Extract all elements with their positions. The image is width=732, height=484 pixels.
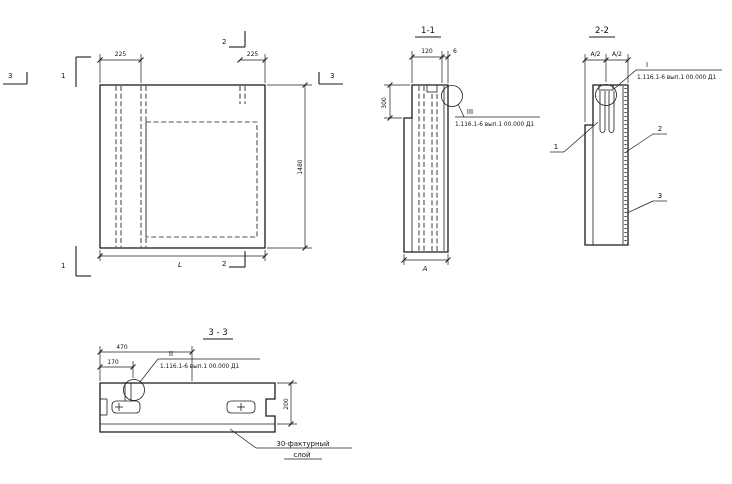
dim-300-label: 300 — [381, 97, 388, 109]
dim-length-L: L — [97, 250, 268, 269]
part-3-label: 3 — [658, 192, 662, 200]
node-callout-I: I 1.116.1-6 вып.1 00.000 Д1 — [613, 61, 722, 90]
section-mark-1-top: 1 — [61, 56, 91, 87]
section-3-3-view: 3 - 3 II 1.116.1-6 вып.1 00.000 Д1 — [97, 328, 352, 460]
section-1-1-title: 1-1 — [421, 26, 435, 36]
front-view: 225 225 1480 L 3 — [3, 31, 343, 277]
detail-circle-II — [123, 379, 145, 401]
dim-225-right: 225 — [237, 51, 268, 83]
dim-200: 200 — [277, 380, 297, 427]
section-1-1-outline — [403, 84, 449, 253]
section-2-2-title: 2-2 — [595, 26, 609, 36]
lifting-loop — [599, 91, 606, 133]
dim-470-label: 470 — [116, 344, 128, 351]
dim-A2-right-label: A/2 — [612, 51, 622, 58]
node-I-ref: 1.116.1-6 вып.1 00.000 Д1 — [637, 75, 717, 81]
section-mark-2-top: 2 — [222, 31, 246, 48]
dim-225-left-label: 225 — [115, 51, 127, 58]
embedded-item — [426, 84, 438, 93]
section-3-label: 3 — [8, 72, 12, 80]
dim-A2-A2: A/2 A/2 — [582, 51, 631, 122]
dim-A: A — [401, 254, 451, 273]
section-mark-1-bottom: 1 — [61, 246, 91, 277]
dim-225-right-label: 225 — [247, 51, 259, 58]
part-label-1: 1 — [550, 121, 599, 153]
node-II-label: II — [169, 350, 173, 358]
dim-120-6: 120 6 — [409, 48, 457, 83]
node-III-label: III — [467, 108, 473, 116]
section-3-3-outline — [99, 379, 276, 433]
section-1-1-view: 1-1 III 1.116.1-6 вып.1 00.000 Д1 — [381, 26, 540, 273]
dim-6-label: 6 — [453, 48, 457, 55]
dim-170-label: 170 — [107, 359, 119, 366]
note-line-2: слой — [293, 451, 310, 459]
dim-A2-left-label: A/2 — [591, 51, 601, 58]
node-I-label: I — [646, 61, 648, 69]
section-mark-2-bottom: 2 — [222, 251, 246, 268]
part-1-label: 1 — [554, 143, 558, 151]
dim-L-label: L — [178, 261, 182, 269]
anchor-plate — [226, 400, 256, 414]
part-label-2: 2 — [625, 125, 667, 153]
dim-120-label: 120 — [421, 48, 433, 55]
part-label-3: 3 — [626, 192, 667, 214]
anchor-plate — [111, 400, 141, 414]
section-mark-3-right: 3 — [318, 72, 343, 85]
part-2-label: 2 — [658, 125, 662, 133]
panel-face — [99, 84, 266, 249]
dim-height-1480: 1480 — [267, 82, 312, 251]
section-1-label: 1 — [61, 262, 65, 270]
section-2-2-view: 2-2 A/2 A/2 I 1.116.1-6 — [550, 26, 722, 246]
section-3-label: 3 — [330, 72, 334, 80]
detail-circle-III — [441, 85, 463, 107]
dim-300: 300 — [381, 82, 410, 121]
section-1-label: 1 — [61, 72, 65, 80]
node-III-ref: 1.116.1-6 вып.1 00.000 Д1 — [455, 122, 535, 128]
section-mark-3-left: 3 — [3, 72, 28, 85]
node-II-ref: 1.116.1-6 вып.1 00.000 Д1 — [160, 364, 240, 370]
panel-outline — [99, 84, 266, 249]
detail-circle-I — [595, 84, 617, 106]
dim-200-label: 200 — [283, 398, 290, 410]
section-3-3-title: 3 - 3 — [208, 328, 227, 338]
hidden-opening-outline — [145, 121, 258, 238]
facing-layer-note: 30-фактурный слой — [229, 428, 352, 460]
dim-470: 470 — [97, 344, 195, 381]
node-callout-III: III 1.116.1-6 вып.1 00.000 Д1 — [441, 85, 540, 128]
section-2-label: 2 — [222, 260, 226, 268]
section-2-2-outline — [584, 84, 629, 246]
dim-170: 170 — [97, 359, 136, 378]
node-callout-II: II 1.116.1-6 вып.1 00.000 Д1 — [139, 350, 260, 383]
lifting-loop — [608, 91, 615, 133]
section-2-label: 2 — [222, 38, 226, 46]
dim-1480-label: 1480 — [297, 159, 304, 174]
note-line-1: 30-фактурный — [276, 440, 329, 448]
dim-A-label: A — [422, 265, 428, 273]
dim-225-left: 225 — [97, 51, 144, 83]
